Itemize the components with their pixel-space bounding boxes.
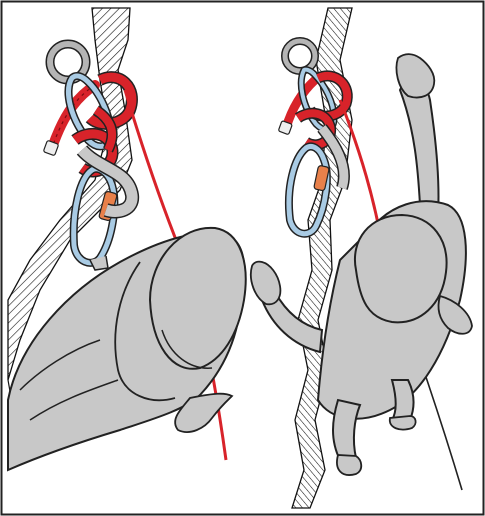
- climber-head-right: [355, 215, 447, 322]
